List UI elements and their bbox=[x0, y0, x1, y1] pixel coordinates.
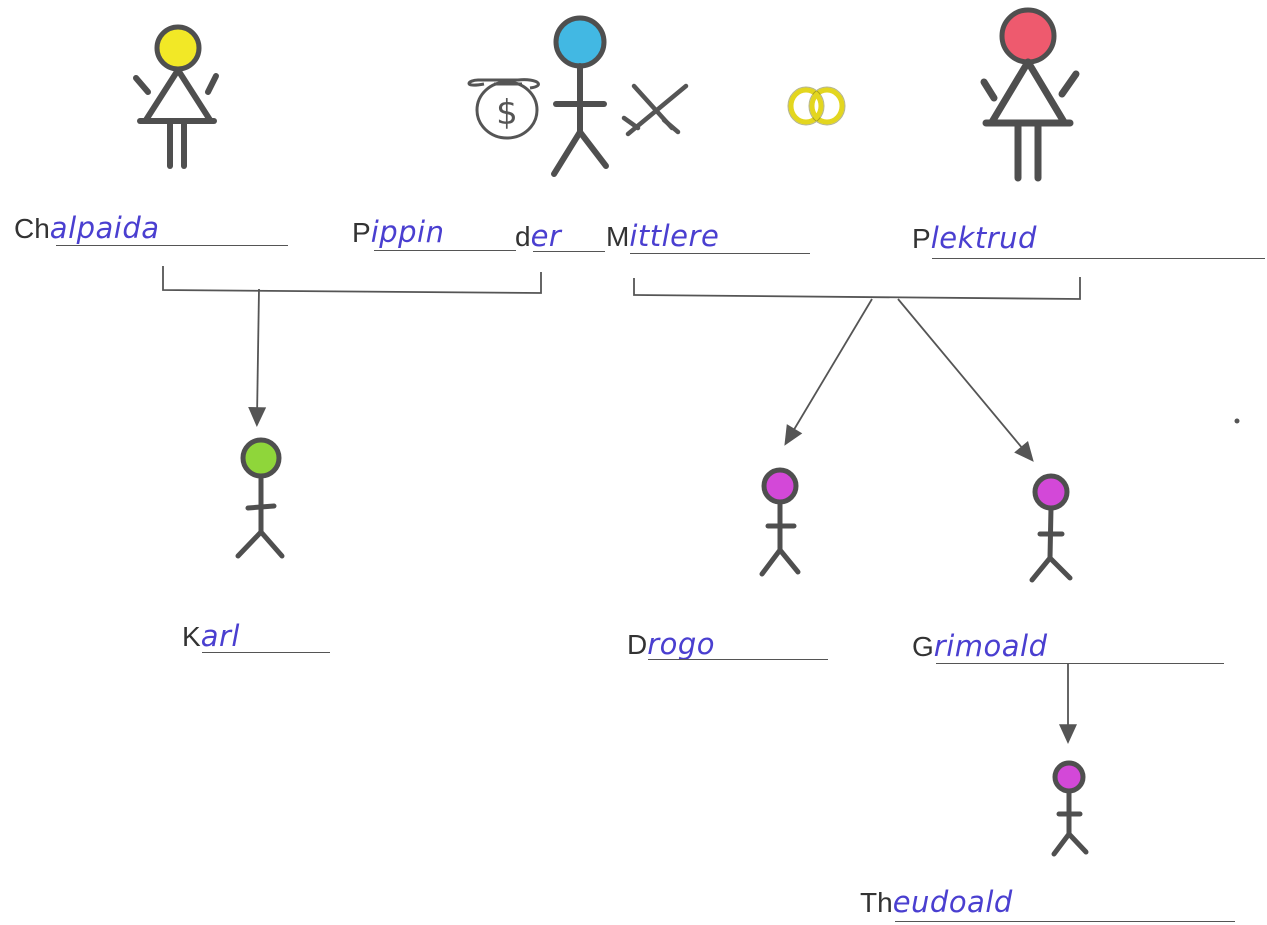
label-karl-handwritten: arl bbox=[200, 619, 240, 653]
label-der-prefix: d bbox=[515, 221, 531, 252]
label-grimoald-prefix: G bbox=[912, 631, 934, 662]
plektrud-figure bbox=[980, 7, 1080, 182]
money-bag-icon: $ bbox=[467, 78, 541, 140]
arrow-to-karl bbox=[248, 288, 267, 427]
right-marriage-bracket bbox=[633, 277, 1081, 300]
blank-theudoald bbox=[895, 921, 1235, 922]
wedding-rings-icon bbox=[788, 87, 845, 125]
blank-grimoald bbox=[936, 663, 1224, 664]
label-pippin-prefix: P bbox=[352, 217, 371, 248]
karl-figure bbox=[235, 437, 285, 559]
blank-mittlere bbox=[630, 253, 810, 254]
label-pippin-handwritten: ippin bbox=[370, 215, 445, 249]
blank-plektrud bbox=[932, 258, 1265, 259]
label-plektrud-handwritten: lektrud bbox=[930, 221, 1037, 255]
label-plektrud-prefix: P bbox=[912, 223, 931, 254]
chalpaida-head bbox=[154, 24, 202, 72]
arrow-to-drogo bbox=[784, 298, 873, 446]
blank-chalpaida bbox=[56, 245, 288, 246]
chalpaida-figure bbox=[133, 24, 219, 169]
stray-dot bbox=[1234, 418, 1240, 424]
label-grimoald-handwritten: rimoald bbox=[933, 629, 1048, 663]
drogo-figure bbox=[759, 467, 801, 577]
arrow-to-grimoald bbox=[897, 298, 1034, 462]
pippin-figure bbox=[551, 15, 609, 177]
blank-drogo bbox=[648, 659, 828, 660]
grimoald-head bbox=[1032, 473, 1070, 511]
label-karl-prefix: K bbox=[182, 621, 201, 652]
karl-head bbox=[240, 437, 282, 479]
blank-der bbox=[533, 251, 605, 252]
label-theudoald-prefix: Th bbox=[860, 887, 893, 918]
drogo-head bbox=[761, 467, 799, 505]
blank-pippin bbox=[374, 250, 516, 251]
theudoald-figure bbox=[1051, 760, 1089, 857]
label-mittlere-handwritten: ittlere bbox=[629, 219, 720, 253]
label-chalpaida-handwritten: alpaida bbox=[49, 211, 160, 245]
pippin-head bbox=[553, 15, 607, 69]
crossed-swords-icon bbox=[621, 83, 689, 137]
grimoald-figure bbox=[1029, 473, 1073, 583]
label-der-handwritten: er bbox=[530, 219, 562, 253]
blank-karl bbox=[202, 652, 330, 653]
dollar-sign-glyph: $ bbox=[496, 93, 518, 133]
label-chalpaida-prefix: Ch bbox=[14, 213, 50, 244]
label-drogo-prefix: D bbox=[627, 629, 648, 660]
plektrud-head bbox=[999, 7, 1057, 65]
theudoald-head bbox=[1052, 760, 1086, 794]
label-theudoald-handwritten: eudoald bbox=[892, 885, 1013, 919]
connector-lines bbox=[162, 266, 1081, 744]
label-mittlere-prefix: M bbox=[606, 221, 630, 252]
label-drogo-handwritten: rogo bbox=[647, 627, 716, 661]
left-marriage-bracket bbox=[162, 266, 542, 294]
